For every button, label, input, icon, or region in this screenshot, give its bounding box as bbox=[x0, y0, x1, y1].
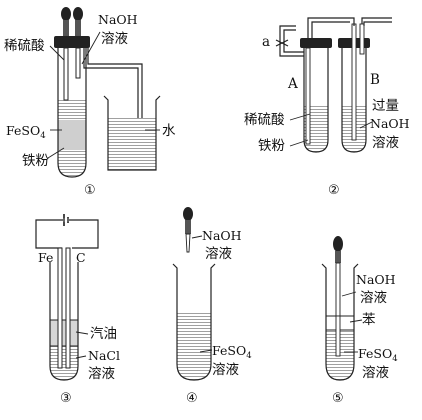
label-gasoline: 汽油 bbox=[90, 326, 117, 342]
test-tube-B bbox=[338, 23, 370, 153]
dropper-4 bbox=[183, 207, 193, 253]
c-electrode bbox=[65, 247, 71, 369]
label-naoh-solution-4: 溶液 bbox=[205, 246, 232, 262]
apparatus-5: NaOH 溶液 苯 FeSO4 溶液 ⑤ bbox=[321, 236, 398, 406]
label-feso4-solution-5: 溶液 bbox=[362, 365, 389, 381]
test-tube-5 bbox=[321, 263, 359, 381]
fe-electrode bbox=[57, 247, 63, 369]
label-nacl-solution: 溶液 bbox=[88, 366, 115, 382]
figure-number-2: ② bbox=[328, 183, 340, 198]
label-dilute-h2so4-2: 稀硫酸 bbox=[244, 112, 285, 128]
label-feso4-1: FeSO4 bbox=[6, 123, 46, 141]
dropper-bulbs-1 bbox=[61, 7, 83, 101]
battery bbox=[63, 214, 69, 226]
apparatus-2: a A B 稀硫酸 铁粉 过量 NaOH 溶液 ② bbox=[244, 17, 410, 198]
label-c: C bbox=[76, 250, 86, 265]
circuit-wire bbox=[35, 219, 99, 249]
label-iron-powder-2: 铁粉 bbox=[258, 138, 285, 154]
label-fe: Fe bbox=[38, 250, 53, 265]
figure-number-3: ③ bbox=[60, 391, 72, 406]
label-naoh-2: NaOH bbox=[370, 116, 410, 131]
label-feso4-solution-4: 溶液 bbox=[212, 362, 239, 378]
label-valve-a: a bbox=[262, 34, 270, 50]
rubber-stopper-1 bbox=[54, 36, 90, 48]
label-naoh-4: NaOH bbox=[202, 228, 242, 243]
label-naoh-solution-2: 溶液 bbox=[372, 135, 399, 151]
valve-a bbox=[275, 39, 289, 47]
label-naoh-solution-5: 溶液 bbox=[360, 290, 387, 306]
label-nacl: NaCl bbox=[88, 348, 120, 363]
test-tube-1 bbox=[57, 44, 87, 178]
label-naoh-1: NaOH bbox=[98, 12, 138, 27]
label-feso4-5: FeSO4 bbox=[358, 346, 398, 364]
label-feso4-4: FeSO4 bbox=[212, 343, 252, 361]
apparatus-1: 稀硫酸 NaOH 溶液 FeSO4 铁粉 水 ① bbox=[4, 7, 176, 198]
apparatus-4: NaOH 溶液 FeSO4 溶液 ④ bbox=[172, 207, 252, 406]
test-tube-3 bbox=[49, 262, 79, 381]
test-tube-4 bbox=[172, 263, 216, 381]
figure-number-4: ④ bbox=[186, 391, 198, 406]
label-tube-A: A bbox=[287, 76, 298, 92]
gasoline-layer bbox=[50, 320, 78, 346]
iron-powder-layer-1 bbox=[58, 120, 86, 150]
figure-number-5: ⑤ bbox=[332, 391, 344, 406]
label-dilute-h2so4-1: 稀硫酸 bbox=[4, 38, 45, 54]
label-benzene: 苯 bbox=[362, 312, 376, 328]
delivery-tube-1 bbox=[83, 48, 139, 128]
beaker-1 bbox=[103, 95, 161, 171]
figure-number-1: ① bbox=[84, 183, 96, 198]
label-naoh-5: NaOH bbox=[356, 272, 396, 287]
label-water-1: 水 bbox=[162, 123, 176, 139]
label-naoh-solution-1: 溶液 bbox=[101, 31, 128, 47]
test-tube-A bbox=[300, 38, 332, 153]
label-tube-B: B bbox=[370, 72, 380, 88]
label-iron-powder-1: 铁粉 bbox=[22, 153, 49, 169]
apparatus-3: Fe C 汽油 NaCl 溶液 ③ bbox=[35, 214, 120, 406]
label-excess: 过量 bbox=[372, 98, 399, 114]
